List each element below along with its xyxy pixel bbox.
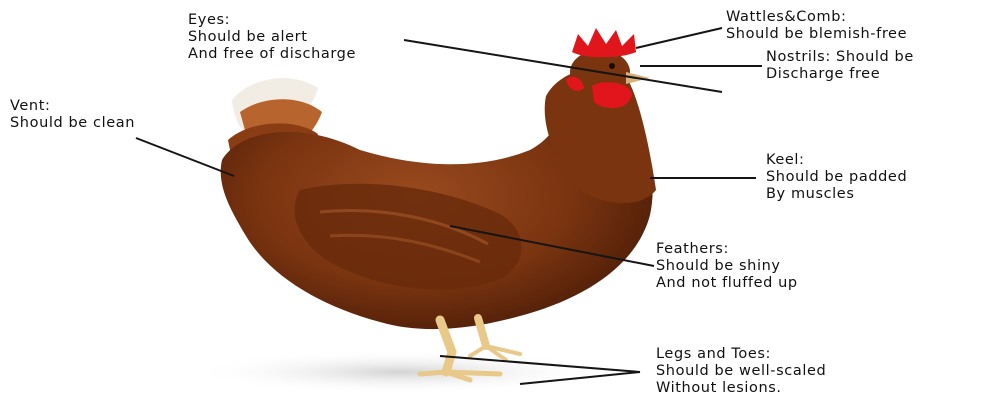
ground-shadow bbox=[190, 350, 610, 394]
wattles-label: Wattles&Comb: Should be blemish-free bbox=[726, 9, 907, 43]
feathers-line-2: And not fluffed up bbox=[656, 275, 798, 292]
eye bbox=[609, 63, 615, 69]
comb bbox=[572, 28, 636, 57]
vent-label: Vent: Should be clean bbox=[10, 98, 135, 132]
eyes-line-1: Should be alert bbox=[188, 29, 356, 46]
nostrils-label: Nostrils: Should be Discharge free bbox=[766, 49, 914, 83]
legs-line-2: Without lesions. bbox=[656, 380, 826, 397]
keel-line-1: Should be padded bbox=[766, 169, 907, 186]
keel-label: Keel: Should be padded By muscles bbox=[766, 152, 907, 203]
legs-label: Legs and Toes: Should be well-scaled Wit… bbox=[656, 346, 826, 397]
feathers-line-1: Should be shiny bbox=[656, 258, 798, 275]
feathers-label: Feathers: Should be shiny And not fluffe… bbox=[656, 241, 798, 292]
nostrils-title: Nostrils: Should be bbox=[766, 49, 914, 66]
wattles-title: Wattles&Comb: bbox=[726, 9, 907, 26]
wattles-line-1: Should be blemish-free bbox=[726, 26, 907, 43]
legs-line-1: Should be well-scaled bbox=[656, 363, 826, 380]
nostrils-line-1: Discharge free bbox=[766, 66, 914, 83]
legs-title: Legs and Toes: bbox=[656, 346, 826, 363]
vent-line-1: Should be clean bbox=[10, 115, 135, 132]
feathers-title: Feathers: bbox=[656, 241, 798, 258]
wattles-leader bbox=[636, 28, 722, 48]
keel-title: Keel: bbox=[766, 152, 907, 169]
eyes-title: Eyes: bbox=[188, 12, 356, 29]
keel-line-2: By muscles bbox=[766, 186, 907, 203]
eyes-label: Eyes: Should be alert And free of discha… bbox=[188, 12, 356, 63]
vent-title: Vent: bbox=[10, 98, 135, 115]
eyes-line-2: And free of discharge bbox=[188, 46, 356, 63]
vent-leader bbox=[136, 138, 234, 176]
